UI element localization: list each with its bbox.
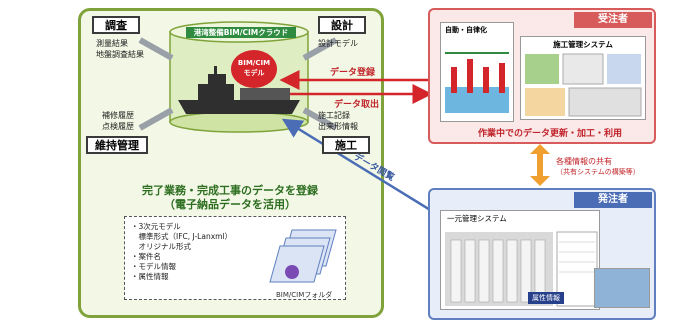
cloud-title: 港湾整備BIM/CIMクラウド <box>186 27 296 38</box>
attribute-info-badge: 属性情報 <box>528 292 564 304</box>
stage-survey-box: 調査 <box>92 16 140 34</box>
share-label-line2: （共有システムの構築等） <box>556 168 640 176</box>
design-item-1: 設計モデル <box>318 39 358 48</box>
contractor-tag: 受注者 <box>574 12 652 28</box>
automation-diagram <box>445 52 509 113</box>
stage-construction-box: 施工 <box>322 136 370 154</box>
list-item: ・案件名 <box>131 252 161 261</box>
model-label-line1: BIM/CIM <box>237 59 271 67</box>
construction-items: 施工記録 出来形情報 <box>318 110 358 132</box>
folder-label: BIM/CIMフォルダ <box>276 291 333 299</box>
stage-design-box: 設計 <box>318 16 366 34</box>
construction-management-screenshot: 施工管理システム <box>520 36 646 120</box>
register-title: 完了業務・完成工事のデータを登録 （電子納品データを活用） <box>120 184 340 212</box>
maintenance-items: 補修履歴 点検履歴 <box>102 110 134 132</box>
integrated-system-label: 一元管理システム <box>447 214 507 223</box>
share-arrow <box>530 144 550 186</box>
list-item: ・モデル情報 <box>131 262 176 271</box>
stage-arrows <box>138 37 338 131</box>
integrated-system-ui <box>445 231 598 307</box>
construction-item-1: 施工記録 <box>318 111 350 120</box>
list-item: ・属性情報 <box>131 272 169 281</box>
work-ship-icon <box>178 66 300 114</box>
owner-tag: 発注者 <box>574 192 652 208</box>
data-browse-arrow <box>281 118 441 218</box>
maintenance-item-1: 補修履歴 <box>102 111 134 120</box>
stage-maintenance-box: 維持管理 <box>86 136 148 154</box>
maintenance-item-2: 点検履歴 <box>102 122 134 131</box>
list-item: ・3次元モデル <box>131 222 181 231</box>
bim-cim-folder-icon <box>269 229 337 283</box>
construction-item-2: 出来形情報 <box>318 122 358 131</box>
list-item: オリジナル形式 <box>131 242 191 251</box>
automation-label: 自動・自律化 <box>445 26 487 34</box>
survey-item-1: 測量結果 <box>96 39 128 48</box>
share-label: 各種情報の共有 （共有システムの構築等） <box>556 156 640 178</box>
share-label-line1: 各種情報の共有 <box>556 157 612 166</box>
construction-system-label: 施工管理システム <box>553 40 613 49</box>
survey-items: 測量結果 地盤調査結果 <box>96 38 144 60</box>
model-label-line2: モデル <box>243 69 265 77</box>
list-item: 標準形式（IFC, J-Lanxml） <box>131 232 233 241</box>
register-title-line2: （電子納品データを活用） <box>164 198 296 211</box>
construction-system-ui <box>525 53 642 117</box>
automation-screenshot: 自動・自律化 <box>440 22 514 122</box>
survey-item-2: 地盤調査結果 <box>96 50 144 59</box>
register-title-line1: 完了業務・完成工事のデータを登録 <box>142 184 318 197</box>
bim-cim-model-badge: BIM/CIM モデル <box>231 50 277 88</box>
contractor-caption: 作業中でのデータ更新・加工・利用 <box>477 129 622 139</box>
data-register-label: データ登録 <box>330 68 376 78</box>
site-photo <box>594 268 650 308</box>
design-items: 設計モデル <box>318 38 358 49</box>
data-retrieve-label: データ取出 <box>334 100 380 110</box>
integrated-management-screenshot: 一元管理システム <box>440 210 600 310</box>
